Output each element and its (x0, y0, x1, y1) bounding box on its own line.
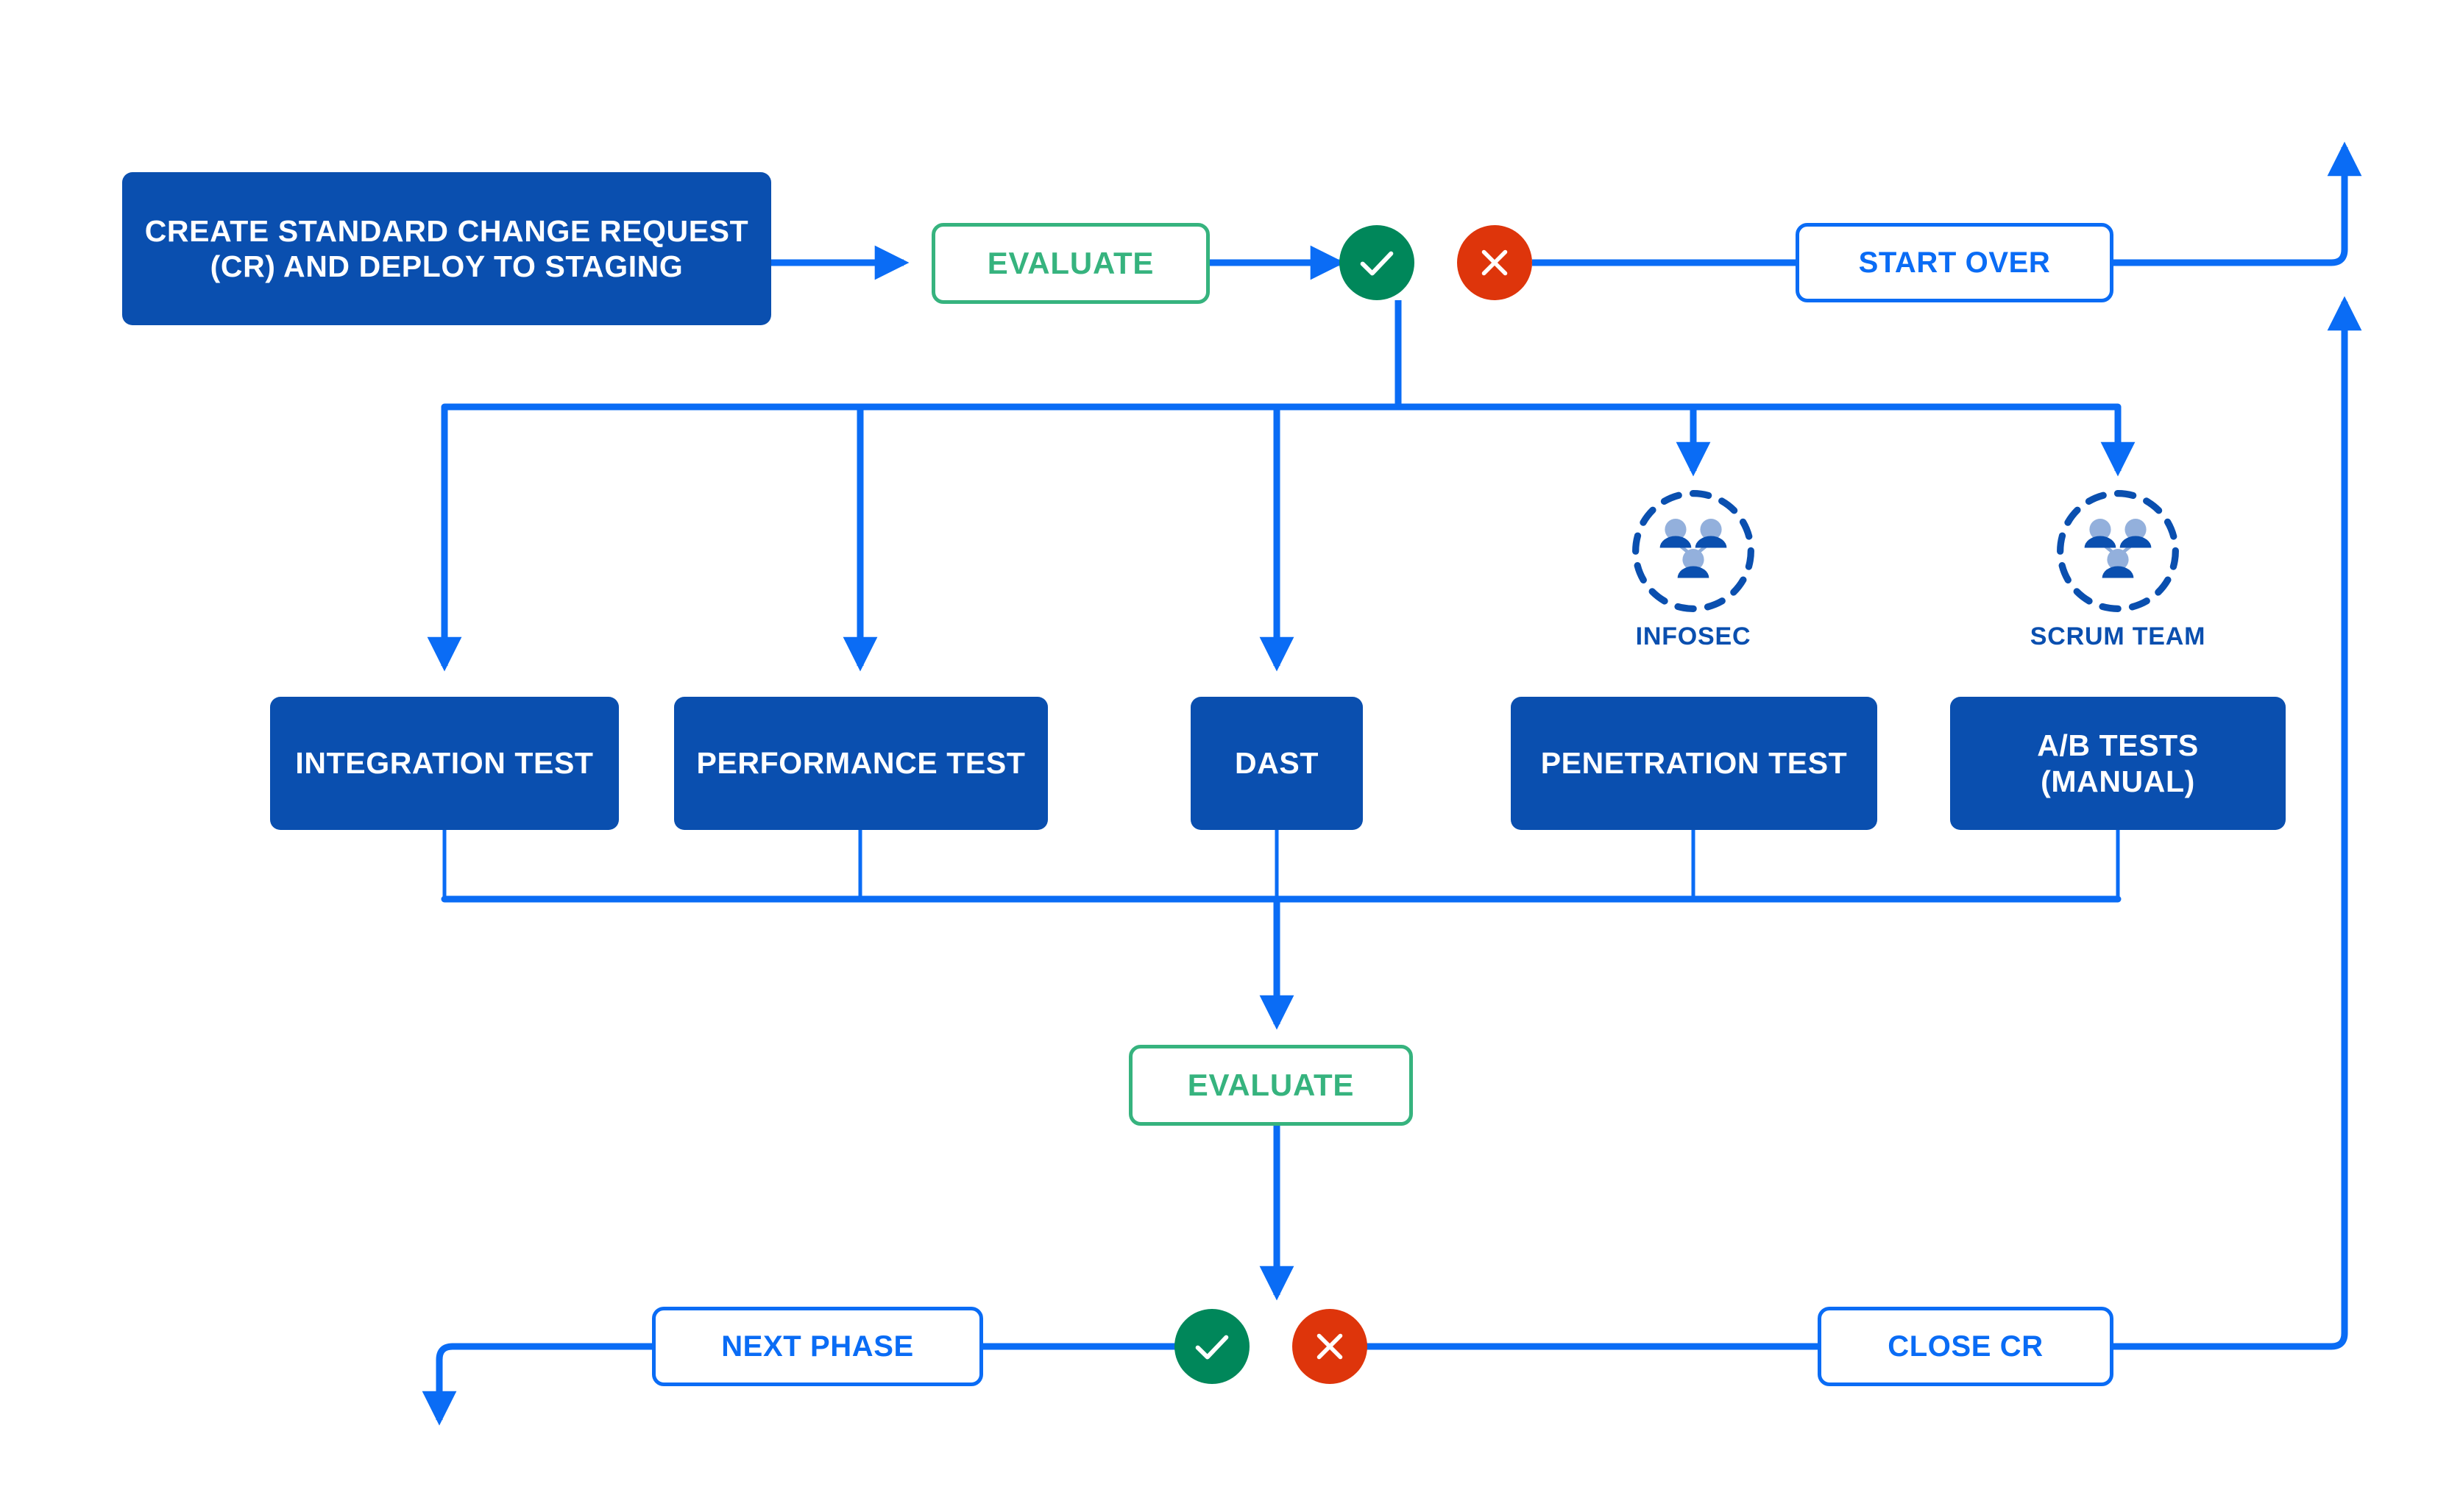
cross-icon (1481, 249, 1508, 276)
node-integration-test[interactable]: INTEGRATION TEST (270, 697, 619, 830)
actor-infosec[interactable]: INFOSEC (1598, 486, 1789, 651)
node-dast[interactable]: DAST (1191, 697, 1363, 830)
wire-nextphase-exit (422, 1343, 656, 1426)
node-start-over[interactable]: START OVER (1796, 223, 2113, 302)
node-start-over-label: START OVER (1858, 246, 2051, 279)
node-next-phase[interactable]: NEXT PHASE (652, 1307, 983, 1386)
check-icon (1360, 251, 1394, 276)
check-icon (1195, 1335, 1229, 1360)
cross-icon (1316, 1333, 1343, 1360)
status-fail-bottom[interactable] (1292, 1309, 1367, 1384)
wire-startover-return (2111, 141, 2362, 266)
actor-infosec-label: INFOSEC (1635, 622, 1751, 650)
node-create-cr-label: CREATE STANDARD CHANGE REQUEST (CR) AND … (144, 213, 749, 283)
node-penetration-test[interactable]: PENETRATION TEST (1511, 697, 1877, 830)
node-next-phase-label: NEXT PHASE (721, 1330, 914, 1363)
node-close-cr-label: CLOSE CR (1888, 1330, 2044, 1363)
status-fail-top[interactable] (1457, 225, 1532, 300)
node-ab-tests-label: A/B TESTS (MANUAL) (2037, 728, 2199, 798)
node-dast-label: DAST (1234, 746, 1319, 781)
actor-scrum-team[interactable]: SCRUM TEAM (2022, 486, 2214, 651)
node-ab-tests[interactable]: A/B TESTS (MANUAL) (1950, 697, 2286, 830)
node-evaluate-bottom-label: EVALUATE (1187, 1067, 1355, 1102)
node-evaluate-top[interactable]: EVALUATE (932, 223, 1210, 304)
node-close-cr[interactable]: CLOSE CR (1818, 1307, 2113, 1386)
node-performance-test[interactable]: PERFORMANCE TEST (674, 697, 1048, 830)
node-evaluate-bottom[interactable]: EVALUATE (1129, 1045, 1413, 1126)
node-performance-test-label: PERFORMANCE TEST (696, 746, 1026, 781)
node-integration-test-label: INTEGRATION TEST (295, 746, 594, 781)
actor-scrum-team-label: SCRUM TEAM (2030, 622, 2206, 650)
status-pass-bottom[interactable] (1174, 1309, 1250, 1384)
node-penetration-test-label: PENETRATION TEST (1540, 746, 1848, 781)
node-evaluate-top-label: EVALUATE (987, 245, 1155, 280)
status-pass-top[interactable] (1339, 225, 1414, 300)
team-group-icon (2057, 490, 2179, 612)
team-group-icon (1632, 490, 1754, 612)
node-create-cr[interactable]: CREATE STANDARD CHANGE REQUEST (CR) AND … (122, 172, 771, 325)
